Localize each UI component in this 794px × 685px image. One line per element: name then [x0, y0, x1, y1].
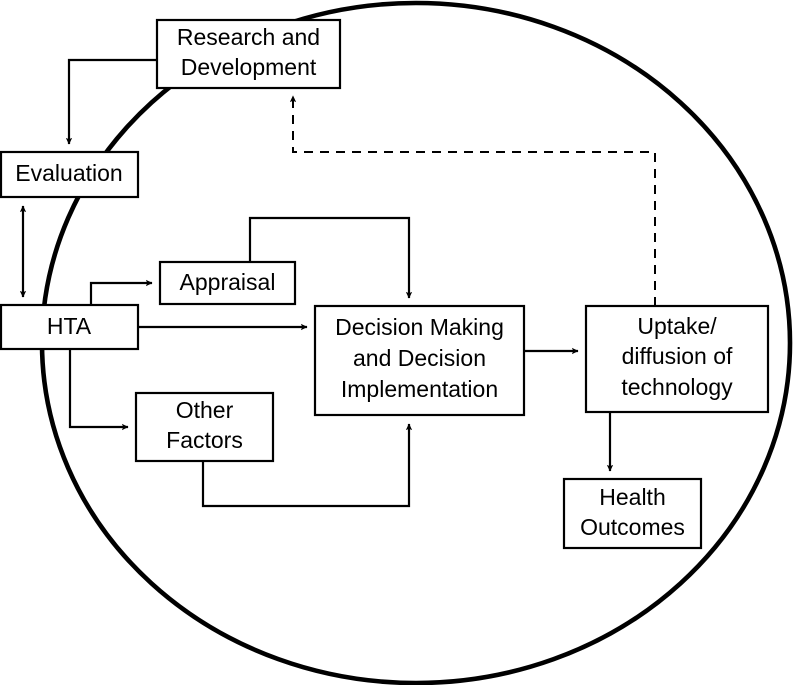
edge-hta-to-appraisal: [89, 279, 153, 305]
node-evaluation: Evaluation: [0, 150, 140, 199]
other-factors-label-line1: Other: [176, 397, 234, 423]
appraisal-box: [158, 260, 297, 306]
health-outcomes-label-line1: Health: [599, 484, 665, 510]
uptake-label-line1: Uptake/: [637, 313, 717, 339]
decision-making-label-line2: and Decision: [353, 345, 486, 371]
health-outcomes-box: [562, 477, 703, 550]
hta-label: HTA: [47, 313, 92, 339]
research-and-development-box: [155, 18, 342, 90]
other-factors-label-line2: Factors: [166, 427, 243, 453]
edge-uptake-to-rd-dashed: [289, 95, 656, 306]
hta-box: [0, 303, 140, 351]
appraisal-label: Appraisal: [180, 269, 276, 295]
research-and-development-label-line2: Development: [181, 54, 317, 80]
decision-making-label-line3: Implementation: [341, 376, 498, 402]
node-uptake-diffusion-of-technology: Uptake/ diffusion of technology: [584, 304, 770, 414]
decision-making-box: [313, 304, 526, 417]
node-research-and-development: Research and Development: [155, 18, 342, 90]
evaluation-label: Evaluation: [15, 160, 122, 186]
evaluation-box: [0, 150, 140, 199]
health-outcomes-label-line2: Outcomes: [580, 514, 685, 540]
edge-hta-to-other-factors: [68, 348, 129, 431]
edge-rd-to-evaluation: [65, 58, 157, 145]
node-other-factors: Other Factors: [134, 391, 275, 463]
other-factors-box: [134, 391, 275, 463]
uptake-box: [584, 304, 770, 414]
edge-other-factors-to-decision-making: [201, 423, 413, 508]
edge-appraisal-to-decision-making: [248, 216, 413, 299]
uptake-label-line2: diffusion of: [622, 343, 733, 369]
node-hta: HTA: [0, 303, 140, 351]
node-appraisal: Appraisal: [158, 260, 297, 306]
node-decision-making-and-decision-implementation: Decision Making and Decision Implementat…: [313, 304, 526, 417]
research-and-development-label-line1: Research and: [177, 24, 320, 50]
decision-making-label-line1: Decision Making: [335, 314, 504, 340]
uptake-label-line3: technology: [621, 374, 733, 400]
node-health-outcomes: Health Outcomes: [562, 477, 703, 550]
